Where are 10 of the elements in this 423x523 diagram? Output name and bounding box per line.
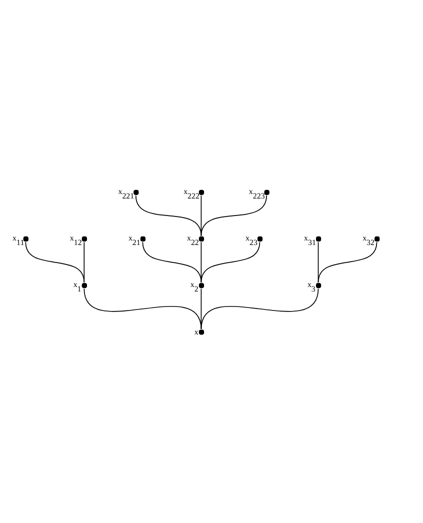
connector [200,194,266,236]
connector [200,241,260,282]
node-label: x [194,326,198,336]
connector [200,288,318,329]
connector [24,241,84,282]
connector [317,241,377,282]
connector [142,241,202,282]
connector [134,194,202,236]
connector [83,288,202,329]
connector [83,241,84,282]
